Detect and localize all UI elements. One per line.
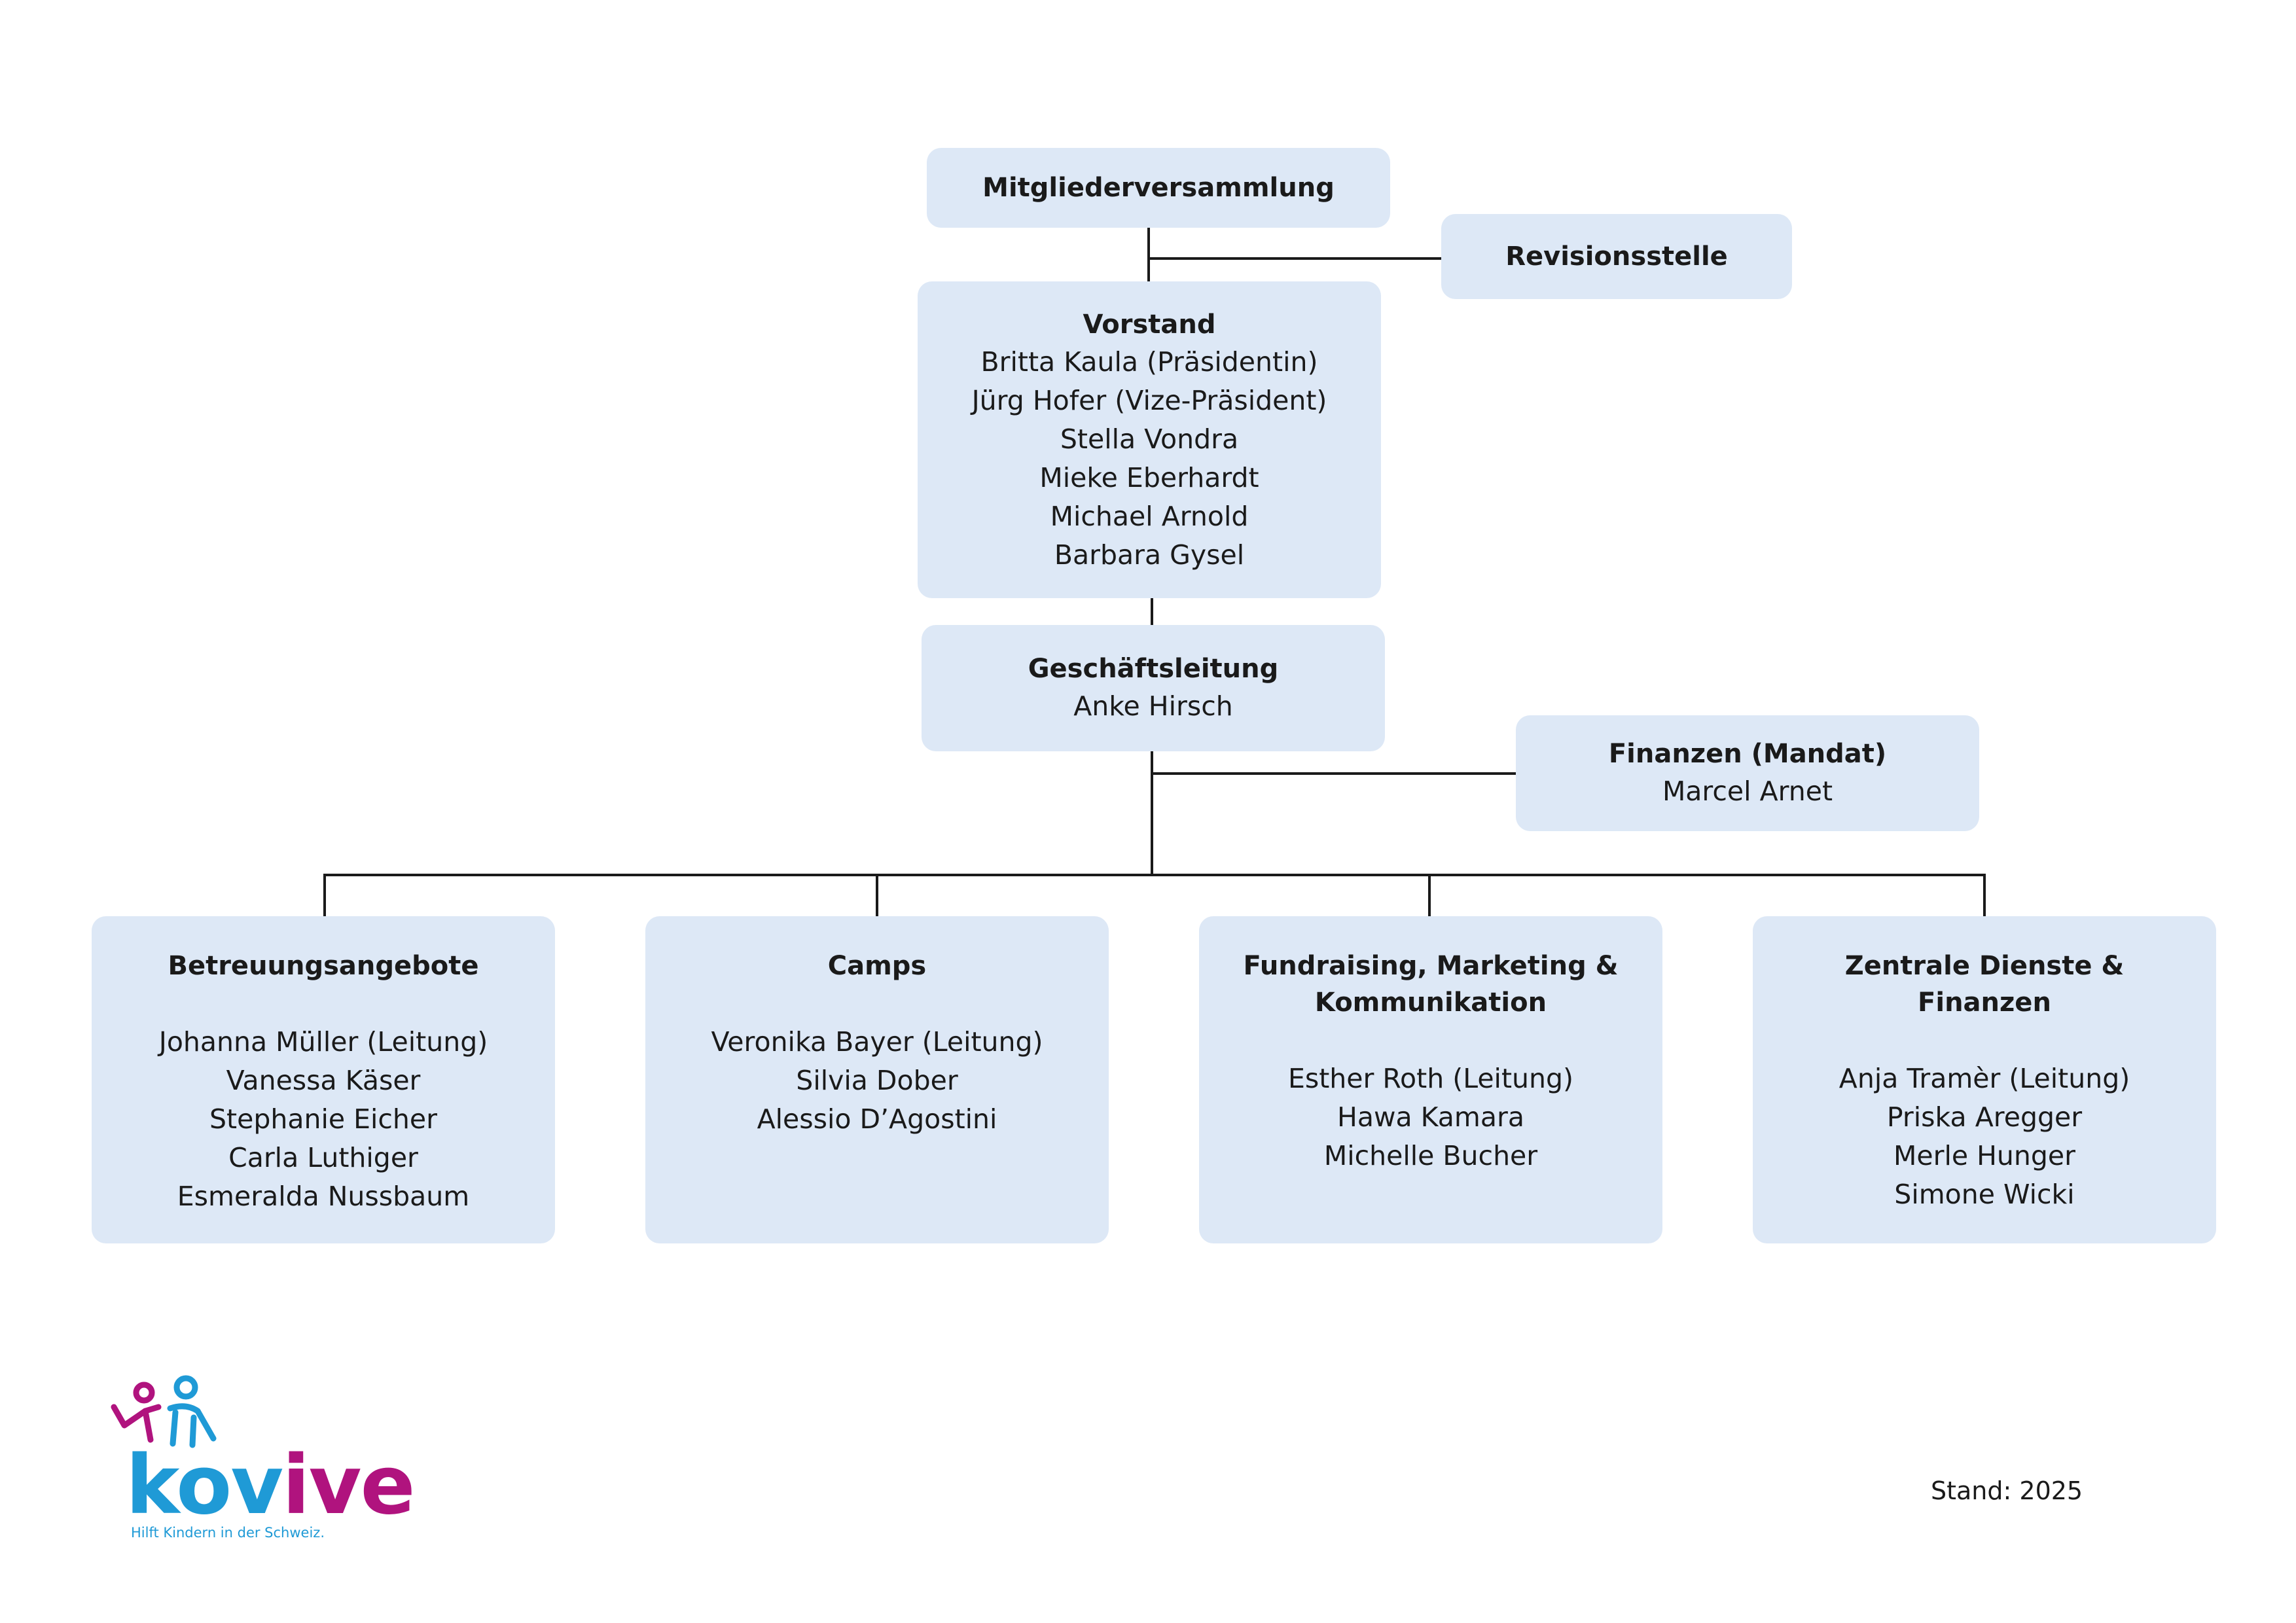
department-title: Camps xyxy=(827,951,927,981)
stand-date: Stand: 2025 xyxy=(1931,1476,2083,1505)
finanzen-mandat-title: Finanzen (Mandat) xyxy=(1608,739,1887,769)
revisionsstelle-box: Revisionsstelle xyxy=(1441,214,1792,299)
revisionsstelle-title: Revisionsstelle xyxy=(1505,241,1728,272)
kovive-logo: kovive Hilft Kindern in der Schweiz. xyxy=(105,1374,416,1544)
department-member: Vanessa Käser xyxy=(226,1065,421,1096)
vorstand-box: Vorstand Britta Kaula (Präsidentin) Jürg… xyxy=(918,281,1381,598)
department-member: Simone Wicki xyxy=(1894,1179,2075,1210)
department-member: Michelle Bucher xyxy=(1323,1140,1538,1171)
department-member: Esmeralda Nussbaum xyxy=(177,1181,470,1212)
department-box-camps: Camps Veronika Bayer (Leitung) Silvia Do… xyxy=(645,916,1109,1243)
department-title: Zentrale Dienste & Finanzen xyxy=(1844,951,2125,1018)
department-member: Stephanie Eicher xyxy=(209,1103,437,1135)
department-member: Merle Hunger xyxy=(1893,1140,2075,1171)
vorstand-member: Stella Vondra xyxy=(1060,423,1239,455)
kovive-figures-icon xyxy=(111,1375,217,1448)
department-member: Alessio D’Agostini xyxy=(757,1103,997,1135)
department-title: Betreuungsangebote xyxy=(168,951,479,981)
department-member: Priska Aregger xyxy=(1886,1101,2083,1133)
mitgliederversammlung-box: Mitgliederversammlung xyxy=(927,148,1390,228)
department-member: Johanna Müller (Leitung) xyxy=(158,1026,488,1058)
finanzen-mandat-member: Marcel Arnet xyxy=(1662,776,1833,807)
kovive-tagline: Hilft Kindern in der Schweiz. xyxy=(131,1525,325,1541)
department-member: Veronika Bayer (Leitung) xyxy=(711,1026,1043,1058)
department-box-fundraising: Fundraising, Marketing & Kommunikation E… xyxy=(1199,916,1662,1243)
department-member: Silvia Dober xyxy=(796,1065,958,1096)
department-member: Hawa Kamara xyxy=(1337,1101,1524,1133)
mitgliederversammlung-title: Mitgliederversammlung xyxy=(982,173,1335,203)
vorstand-member: Britta Kaula (Präsidentin) xyxy=(980,346,1318,378)
department-title: Fundraising, Marketing & Kommunikation xyxy=(1243,951,1619,1018)
geschaeftsleitung-member: Anke Hirsch xyxy=(1073,690,1233,722)
vorstand-member: Jürg Hofer (Vize-Präsident) xyxy=(971,385,1327,416)
department-box-zentrale-dienste: Zentrale Dienste & Finanzen Anja Tramèr … xyxy=(1753,916,2216,1243)
vorstand-member: Mieke Eberhardt xyxy=(1039,462,1259,493)
geschaeftsleitung-box: Geschäftsleitung Anke Hirsch xyxy=(922,625,1385,751)
department-member: Anja Tramèr (Leitung) xyxy=(1839,1063,2130,1094)
department-member: Esther Roth (Leitung) xyxy=(1287,1063,1574,1094)
vorstand-title: Vorstand xyxy=(1083,310,1216,340)
department-box-betreuungsangebote: Betreuungsangebote Johanna Müller (Leitu… xyxy=(92,916,555,1243)
vorstand-member: Michael Arnold xyxy=(1050,501,1249,532)
vorstand-member: Barbara Gysel xyxy=(1054,539,1245,571)
finanzen-mandat-box: Finanzen (Mandat) Marcel Arnet xyxy=(1516,715,1979,831)
department-member: Carla Luthiger xyxy=(228,1142,418,1173)
geschaeftsleitung-title: Geschäftsleitung xyxy=(1028,654,1279,684)
kovive-wordmark: kovive xyxy=(126,1438,416,1533)
